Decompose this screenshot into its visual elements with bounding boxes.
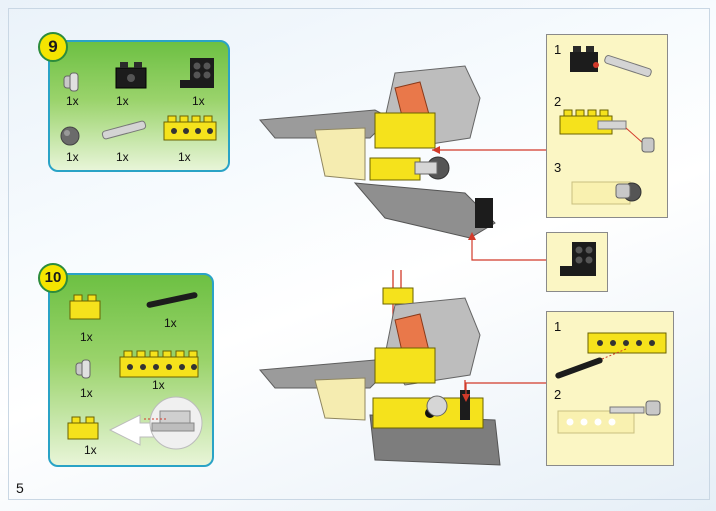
step10-number: 10 [38,263,68,293]
step10-qty-technic-1x6: 1x [152,378,165,392]
step10-qty-black-axle: 1x [164,316,177,330]
step9-qty-ball: 1x [66,150,79,164]
step9-substep-3: 3 [554,160,562,175]
step10-main-assembly [259,270,501,466]
step9-qty-yellow-brick: 1x [178,150,191,164]
step9-callout-illustrations [559,46,655,205]
axle-pin-icon [63,72,79,92]
step9-qty-pin: 1x [66,94,79,108]
step10-substep-1: 1 [554,319,562,334]
yellow-technic-brick-1x6-icon [119,350,199,378]
grey-ball-icon [60,126,80,146]
black-axle-pin-icon [146,292,198,308]
grey-axle-icon [101,120,147,140]
step10-substep-2: 2 [554,387,562,402]
page-frame [8,8,710,500]
yellow-brick-1x2-icon [69,294,101,320]
step9-substep-1: 1 [554,42,562,57]
black-brick-1x2-technic-icon [115,62,147,89]
step10-parts-illustrations [67,292,203,450]
step9-parts-illustrations [60,58,217,146]
step10-qty-placement-brick: 1x [84,443,97,457]
step10-qty-yellow-brick: 1x [80,330,93,344]
step10-qty-grey-pin: 1x [80,386,93,400]
step9-main-assembly [259,65,496,239]
step9-substep-2: 2 [554,94,562,109]
step9-angle-plate-illustration [560,242,596,276]
page-number: 5 [16,480,24,496]
black-angle-plate-icon [180,58,214,88]
step9-number: 9 [38,32,68,62]
step9-qty-black-brick: 1x [116,94,129,108]
step9-qty-axle: 1x [116,150,129,164]
step10-callout-illustrations [555,332,667,434]
grey-pin-icon [75,359,91,379]
yellow-brick-1x2-placement-icon [67,396,203,450]
step9-qty-angle-plate: 1x [192,94,205,108]
yellow-technic-brick-1x4-icon [163,115,217,141]
